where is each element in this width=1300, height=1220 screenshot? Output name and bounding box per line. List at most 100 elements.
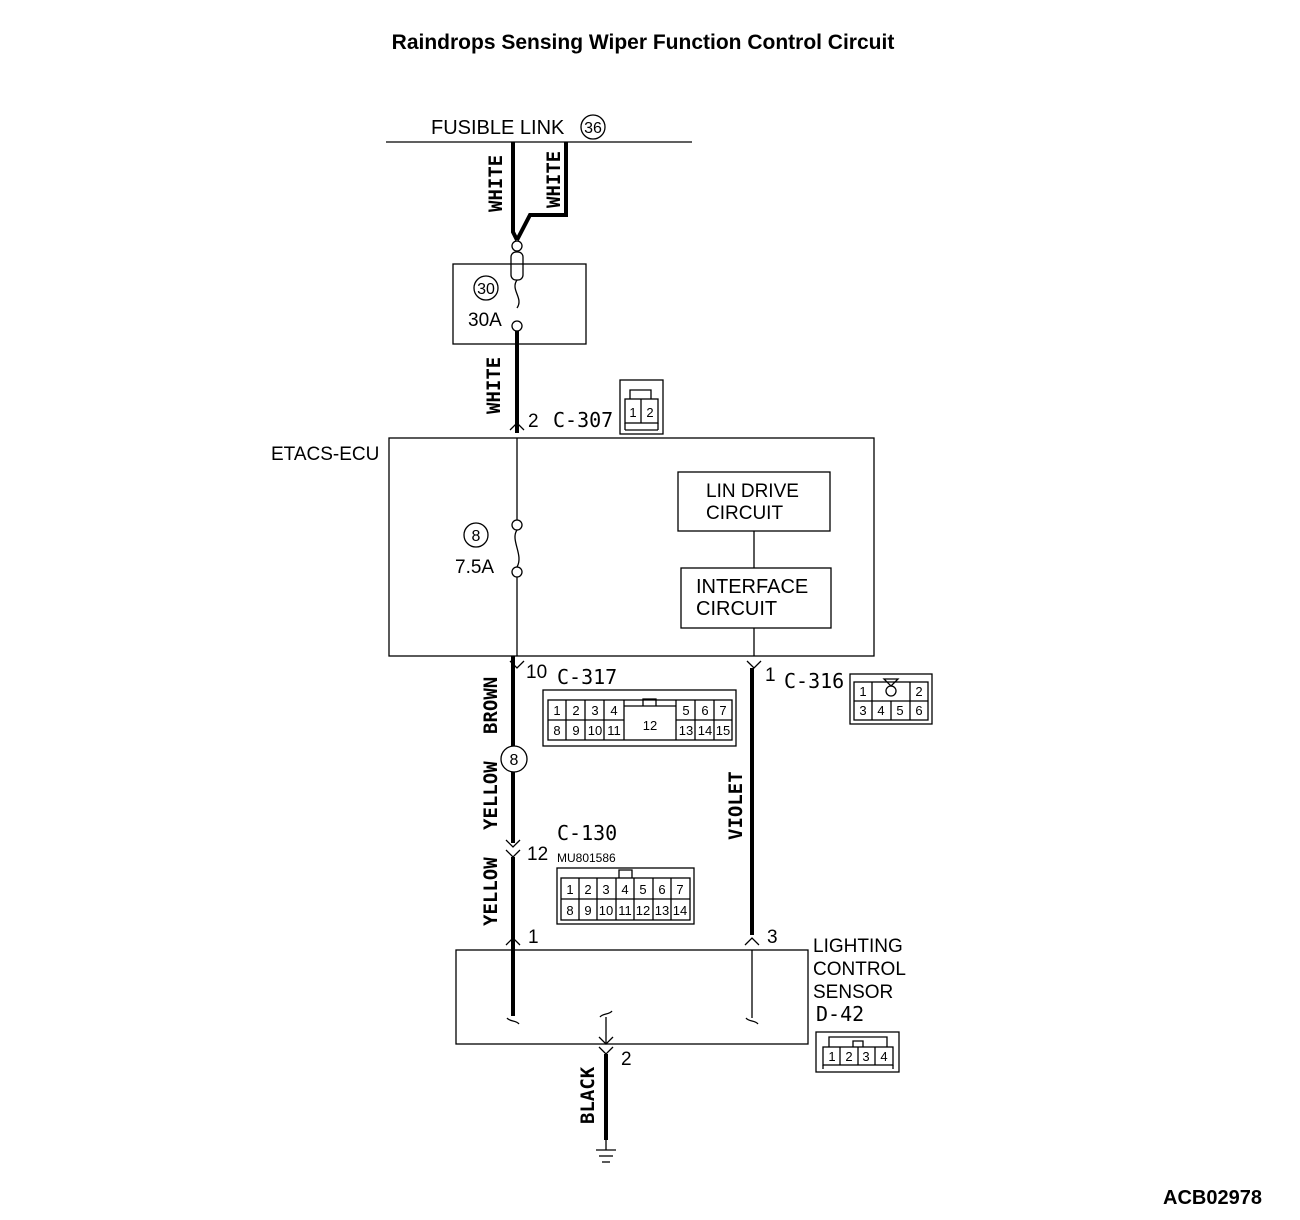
svg-text:15: 15 bbox=[716, 723, 730, 738]
interface-circuit-box bbox=[680, 567, 832, 629]
svg-text:3: 3 bbox=[859, 703, 866, 718]
fusible-link-label: FUSIBLE LINK bbox=[431, 117, 565, 139]
sensor-pin-2: 2 bbox=[621, 1049, 632, 1070]
sensor-pin-2-arrow-upper bbox=[598, 1036, 614, 1045]
svg-text:13: 13 bbox=[679, 723, 693, 738]
c130-arrow-upper bbox=[505, 839, 521, 848]
interface-label-1: INTERFACE bbox=[696, 576, 808, 598]
svg-text:9: 9 bbox=[572, 723, 579, 738]
svg-text:1: 1 bbox=[859, 684, 866, 699]
sensor-pin-2-arrow-lower bbox=[598, 1046, 614, 1055]
sensor-pin-1: 1 bbox=[528, 927, 539, 948]
svg-text:4: 4 bbox=[877, 703, 884, 718]
c130-name: C-130 bbox=[557, 821, 617, 845]
c307-pin: 2 bbox=[528, 411, 539, 432]
svg-text:2: 2 bbox=[915, 684, 922, 699]
svg-text:10: 10 bbox=[599, 903, 613, 918]
svg-text:3: 3 bbox=[591, 703, 598, 718]
fusible-link-number: 36 bbox=[584, 120, 602, 137]
yellow-wire-label-2: YELLOW bbox=[480, 857, 502, 926]
c317-name: C-317 bbox=[557, 665, 617, 689]
svg-text:2: 2 bbox=[584, 882, 591, 897]
c130-part-number: MU801586 bbox=[557, 851, 616, 865]
c316-cells: 1 2 3 4 5 6 bbox=[859, 684, 922, 718]
fuse-30-bottom-terminal bbox=[511, 320, 523, 332]
white-wire-label-3: WHITE bbox=[483, 357, 505, 414]
c307-name: C-307 bbox=[553, 408, 613, 432]
svg-text:10: 10 bbox=[588, 723, 602, 738]
fuse-8-rating: 7.5A bbox=[455, 557, 494, 578]
c307-cell-1: 1 bbox=[629, 405, 636, 420]
svg-text:11: 11 bbox=[618, 903, 632, 918]
svg-text:9: 9 bbox=[584, 903, 591, 918]
fuse-8-bottom-terminal bbox=[511, 566, 523, 578]
c316-arrow bbox=[746, 660, 762, 669]
svg-text:6: 6 bbox=[701, 703, 708, 718]
svg-text:5: 5 bbox=[682, 703, 689, 718]
c317-pin: 10 bbox=[526, 662, 547, 683]
svg-text:1: 1 bbox=[553, 703, 560, 718]
sensor-pin-3-arrow bbox=[744, 937, 760, 946]
svg-text:6: 6 bbox=[915, 703, 922, 718]
etacs-ecu-label: ETACS-ECU bbox=[271, 444, 379, 465]
c317-connector-face bbox=[542, 689, 737, 747]
svg-text:3: 3 bbox=[602, 882, 609, 897]
fuse-30-link bbox=[510, 251, 524, 281]
fuse-30-number-circle bbox=[473, 275, 499, 301]
svg-text:13: 13 bbox=[655, 903, 669, 918]
fuse-8-number-circle bbox=[463, 522, 489, 548]
fuse-8-element bbox=[514, 529, 520, 568]
svg-text:8: 8 bbox=[566, 903, 573, 918]
brown-wire-label: BROWN bbox=[480, 677, 502, 734]
svg-text:1: 1 bbox=[828, 1049, 835, 1064]
svg-text:6: 6 bbox=[658, 882, 665, 897]
svg-text:7: 7 bbox=[676, 882, 683, 897]
sensor-pin-3: 3 bbox=[767, 927, 778, 948]
c130-connector-face bbox=[556, 867, 695, 925]
etacs-ecu-box bbox=[388, 437, 875, 657]
svg-text:3: 3 bbox=[862, 1049, 869, 1064]
sensor-label-1: LIGHTING bbox=[813, 936, 903, 957]
svg-text:1: 1 bbox=[566, 882, 573, 897]
sensor-pin-1-arrow bbox=[505, 937, 521, 946]
fuse-30-number: 30 bbox=[477, 281, 495, 298]
fuse-30-rating: 30A bbox=[468, 310, 502, 331]
fusible-link-number-circle bbox=[580, 114, 606, 140]
junction-number: 8 bbox=[510, 752, 519, 769]
svg-text:4: 4 bbox=[610, 703, 617, 718]
c130-cells: 1 2 3 4 5 6 7 8 9 10 11 12 13 14 bbox=[566, 882, 687, 918]
fuse-30-element bbox=[514, 279, 520, 309]
d42-cells: 1 2 3 4 bbox=[828, 1049, 887, 1064]
white-wire-right bbox=[515, 142, 568, 241]
violet-wire-label: VIOLET bbox=[725, 771, 747, 840]
svg-text:11: 11 bbox=[607, 723, 621, 738]
lin-drive-label-1: LIN DRIVE bbox=[706, 481, 799, 502]
c316-pin: 1 bbox=[765, 665, 776, 686]
c307-cell-2: 2 bbox=[646, 405, 653, 420]
yellow-wire-end bbox=[506, 1017, 520, 1025]
yellow-wire-label-1: YELLOW bbox=[480, 761, 502, 830]
black-wire-start bbox=[599, 1010, 613, 1018]
svg-text:14: 14 bbox=[698, 723, 712, 738]
white-wire-left bbox=[511, 142, 519, 241]
c316-name: C-316 bbox=[784, 669, 844, 693]
svg-text:7: 7 bbox=[719, 703, 726, 718]
c316-connector-face bbox=[849, 673, 933, 725]
svg-text:2: 2 bbox=[845, 1049, 852, 1064]
ground-symbol bbox=[596, 1140, 616, 1163]
svg-text:14: 14 bbox=[673, 903, 687, 918]
black-wire-label: BLACK bbox=[577, 1066, 599, 1124]
svg-text:5: 5 bbox=[639, 882, 646, 897]
sensor-label-2: CONTROL bbox=[813, 959, 906, 980]
sensor-label-3: SENSOR bbox=[813, 982, 893, 1003]
c317-cells: 1 2 3 4 5 6 7 8 9 10 11 13 14 15 12 bbox=[553, 703, 730, 738]
c307-connector-face bbox=[619, 379, 664, 435]
c130-arrow-lower bbox=[505, 849, 521, 858]
c130-pin: 12 bbox=[527, 844, 548, 865]
d42-name: D-42 bbox=[816, 1002, 864, 1026]
diagram-title: Raindrops Sensing Wiper Function Control… bbox=[392, 31, 895, 54]
fuse-8-top-terminal bbox=[511, 519, 523, 531]
white-wire-label-2: WHITE bbox=[543, 151, 565, 208]
fuse-30-top-terminal bbox=[511, 240, 523, 252]
